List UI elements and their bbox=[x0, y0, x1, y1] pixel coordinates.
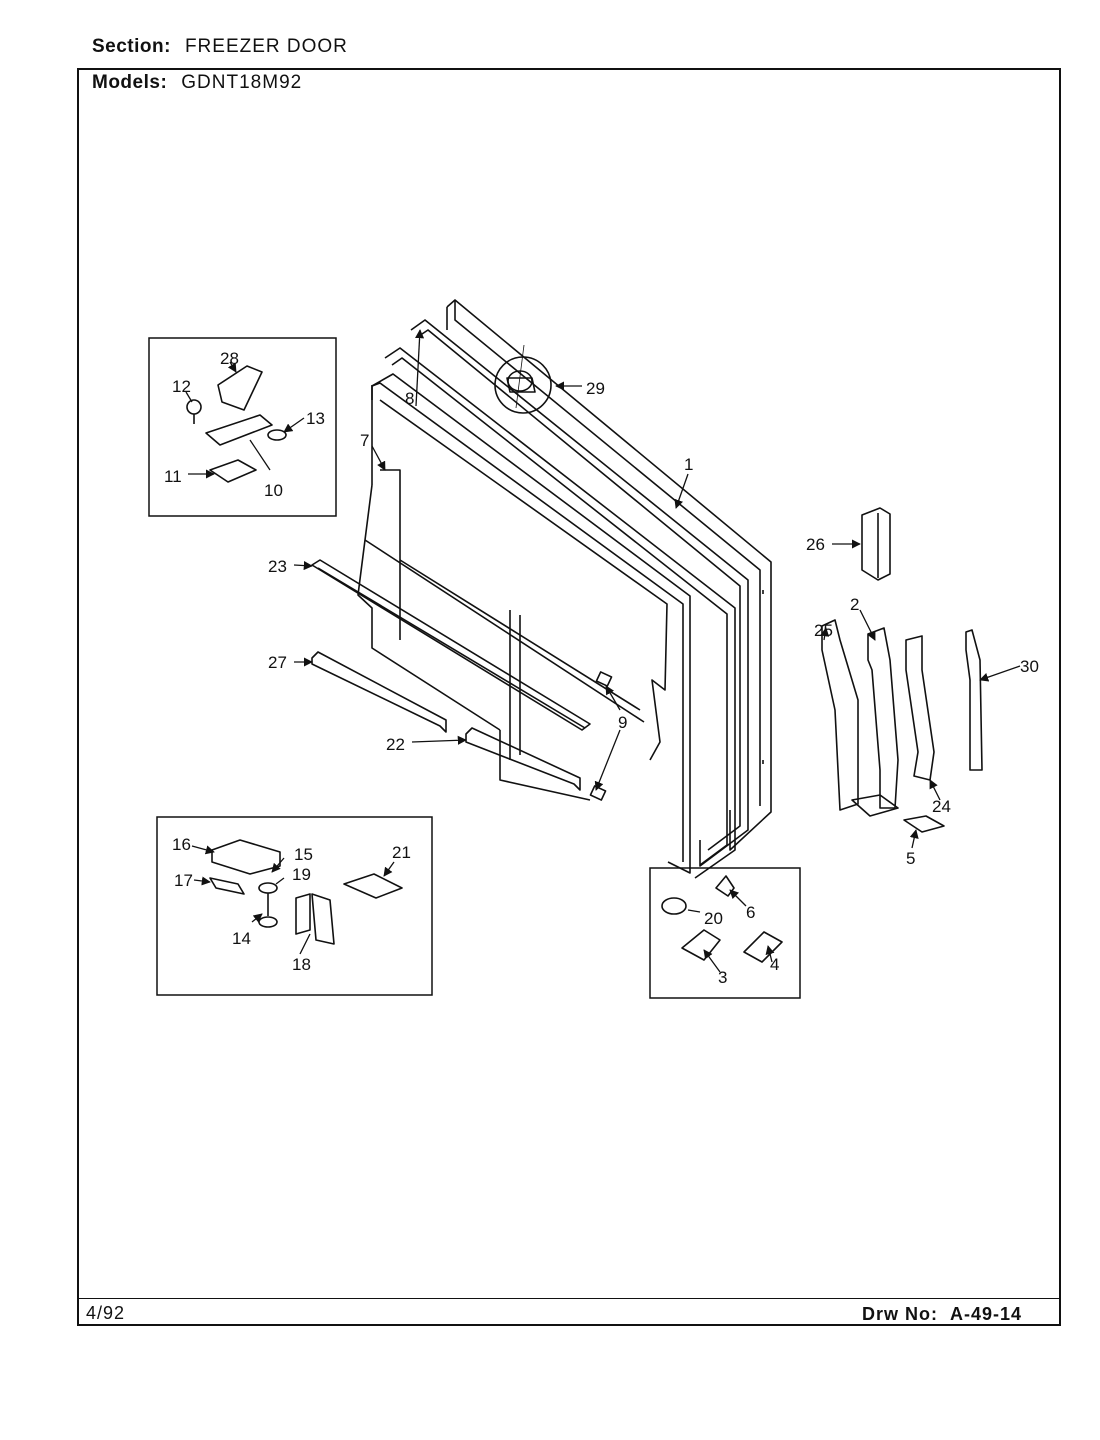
callout-26: 26 bbox=[806, 535, 825, 554]
callout-6: 6 bbox=[746, 903, 755, 922]
callout-24: 24 bbox=[932, 797, 951, 816]
bottom-hinge-shim bbox=[209, 877, 245, 895]
screw-nut bbox=[715, 875, 735, 897]
hinge-bushing bbox=[258, 882, 278, 928]
callout-15: 15 bbox=[294, 845, 313, 864]
inset-box-hinge-bottom bbox=[156, 816, 433, 996]
drawing-number: A-49-14 bbox=[950, 1304, 1023, 1324]
callout-9: 9 bbox=[618, 713, 627, 732]
handle-bracket-center bbox=[851, 627, 899, 817]
door-gasket bbox=[410, 319, 749, 867]
callout-28: 28 bbox=[220, 349, 239, 368]
callout-14: 14 bbox=[232, 929, 251, 948]
callout-7: 7 bbox=[360, 431, 369, 450]
callout-1: 1 bbox=[684, 455, 693, 474]
door-inner-liner bbox=[357, 373, 691, 874]
hinge-washer bbox=[267, 429, 287, 441]
models-header: Models: GDNT18M92 bbox=[92, 72, 302, 94]
shelf-rail-upper bbox=[311, 559, 591, 731]
callout-16: 16 bbox=[172, 835, 191, 854]
callout-27: 27 bbox=[268, 653, 287, 672]
callout-30: 30 bbox=[1020, 657, 1039, 676]
callout-29: 29 bbox=[586, 379, 605, 398]
hinge-screw bbox=[186, 399, 202, 424]
section-label: Section: bbox=[92, 36, 171, 57]
hinge-cover bbox=[217, 365, 263, 411]
callout-4: 4 bbox=[770, 955, 779, 974]
plug-button bbox=[661, 897, 687, 915]
models-value: GDNT18M92 bbox=[181, 72, 303, 93]
drawing-label: Drw No: bbox=[862, 1304, 938, 1324]
callout-11: 11 bbox=[164, 467, 182, 486]
section-value: FREEZER DOOR bbox=[184, 36, 348, 57]
top-hinge bbox=[205, 414, 273, 446]
shelf-rail-lower bbox=[465, 727, 581, 791]
footer-drawing-number: Drw No: A-49-14 bbox=[862, 1304, 1022, 1325]
callout-8: 8 bbox=[405, 389, 414, 408]
callout-3: 3 bbox=[718, 968, 727, 987]
handle-cap bbox=[861, 507, 891, 581]
clip-left bbox=[681, 929, 721, 961]
section-header: Section: FREEZER DOOR bbox=[92, 36, 348, 58]
breaker-strip bbox=[384, 347, 736, 879]
hinge-bracket bbox=[343, 873, 403, 899]
callout-12: 12 bbox=[172, 377, 191, 396]
handle-rod bbox=[965, 629, 983, 771]
callout-21: 21 bbox=[392, 843, 411, 862]
callout-19: 19 bbox=[292, 865, 311, 884]
clip-right bbox=[743, 931, 783, 963]
hinge-shim bbox=[209, 459, 257, 483]
callout-23: 23 bbox=[268, 557, 287, 576]
callout-20: 20 bbox=[704, 909, 723, 928]
inset-box-hinge-top bbox=[148, 337, 337, 517]
callout-22: 22 bbox=[386, 735, 405, 754]
inset-box-clips bbox=[649, 867, 801, 999]
handle-trim bbox=[905, 635, 935, 781]
callout-5: 5 bbox=[906, 849, 915, 868]
callout-13: 13 bbox=[306, 409, 325, 428]
hinge-spacer bbox=[295, 893, 335, 945]
models-label: Models: bbox=[92, 72, 168, 93]
mounting-plate bbox=[903, 815, 945, 833]
callout-2: 2 bbox=[850, 595, 859, 614]
handle-bracket-left bbox=[821, 619, 859, 811]
callout-25: 25 bbox=[814, 621, 833, 640]
footer-divider bbox=[77, 1298, 1061, 1299]
footer-date: 4/92 bbox=[86, 1303, 126, 1323]
callout-18: 18 bbox=[292, 955, 311, 974]
door-cam-plug bbox=[494, 344, 552, 414]
bottom-hinge bbox=[211, 839, 281, 875]
callout-17: 17 bbox=[174, 871, 193, 890]
shelf-rail-lower-left bbox=[311, 651, 447, 733]
callout-10: 10 bbox=[264, 481, 283, 500]
drawing-frame bbox=[77, 68, 1061, 1326]
